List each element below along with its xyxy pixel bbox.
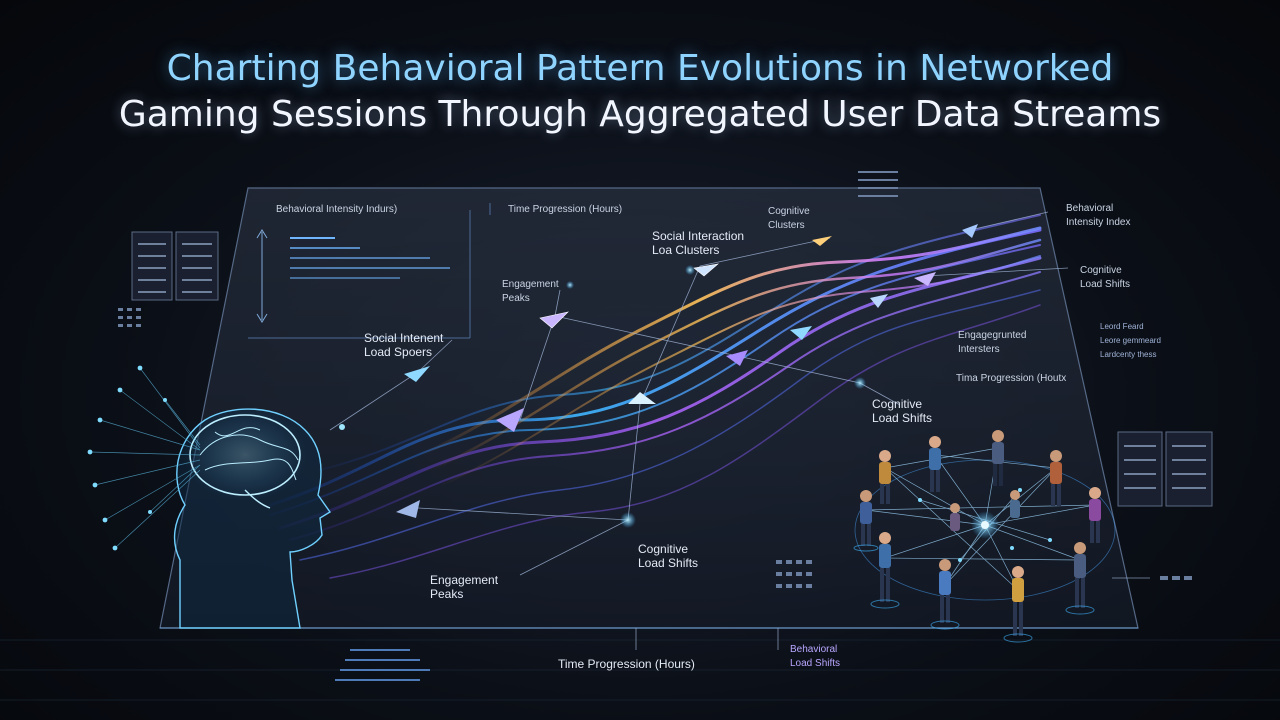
lower-small-bars	[776, 560, 1192, 588]
label-engagement-peaks-bottom: Engagement Peaks	[430, 573, 499, 601]
label-cognitive-clusters: Cognitive Clusters	[768, 206, 810, 231]
triangle-marker-icon	[812, 236, 832, 246]
page-title: Charting Behavioral Pattern Evolutions i…	[0, 46, 1280, 138]
triangle-markers	[396, 224, 978, 518]
label-behavioral-load-shifts: Behavioral Load Shifts	[790, 644, 841, 669]
triangle-marker-icon	[726, 350, 748, 366]
label-cognitive-load-shifts-mid: Cognitive Load Shifts	[872, 397, 933, 425]
person-icon	[1089, 487, 1101, 543]
neural-nodes	[87, 365, 167, 551]
label-social-intenent-load: Social Intenent Load Spoers	[364, 331, 444, 359]
top-right-bars	[858, 171, 898, 197]
triangle-marker-icon	[914, 272, 936, 286]
label-social-interaction-clusters: Social Interaction Loa Clusters	[652, 229, 745, 257]
bottom-left-bars	[335, 649, 430, 681]
title-line-1: Charting Behavioral Pattern Evolutions i…	[166, 48, 1114, 89]
person-icon	[879, 532, 891, 602]
panel-bar-lines	[290, 237, 450, 279]
label-engagement-peaks-top: Engagement Peaks	[502, 279, 559, 304]
person-icon	[1074, 542, 1086, 608]
left-small-bars	[118, 308, 141, 327]
label-panel-intensity-header: Behavioral Intensity Indurs)	[276, 204, 398, 215]
triangle-marker-icon	[870, 294, 888, 308]
person-icon	[860, 490, 872, 546]
triangle-marker-icon	[404, 366, 430, 382]
label-tiny-right-legend: Leord Feard Leore gemmeard Lardcenty the…	[1100, 322, 1161, 359]
title-line-2: Gaming Sessions Through Aggregated User …	[118, 94, 1162, 135]
person-icon	[1050, 450, 1062, 506]
floor-grid	[0, 639, 1280, 701]
person-icon	[879, 450, 891, 504]
people-figures	[853, 430, 1101, 643]
label-time-progression-small: Tima Progression (Houtx	[956, 373, 1067, 384]
label-panel-time-header: Time Progression (Hours)	[508, 204, 623, 215]
glow-dots	[339, 265, 866, 528]
person-icon	[1010, 490, 1020, 518]
triangle-marker-icon	[962, 224, 978, 238]
server-rack-icon	[131, 231, 219, 301]
triangle-marker-icon	[693, 263, 720, 277]
triangle-marker-icon	[539, 311, 569, 329]
label-time-progression-bottom: Time Progression (Hours)	[558, 657, 695, 671]
neural-links	[89, 367, 201, 549]
person-icon	[992, 430, 1004, 486]
panel-header-rules	[248, 203, 491, 339]
label-cognitive-load-shifts-right: Cognitive Load Shifts	[1080, 265, 1131, 290]
data-streams	[268, 214, 1042, 579]
person-icon	[950, 503, 960, 531]
person-icon	[939, 559, 951, 623]
label-engagegrted-intersters: Engagegrunted Intersters	[958, 330, 1027, 355]
person-icon	[1012, 566, 1024, 636]
people-network	[854, 447, 1116, 601]
triangle-marker-icon	[496, 408, 524, 432]
label-cognitive-load-shifts-bottom: Cognitive Load Shifts	[638, 542, 699, 570]
label-behavioral-intensity-index: Behavioral Intensity Index	[1066, 203, 1131, 228]
person-icon	[929, 436, 941, 492]
triangle-marker-icon	[396, 500, 420, 518]
annotation-connectors	[329, 211, 1150, 650]
server-rack-icon	[1117, 431, 1213, 507]
triangle-marker-icon	[628, 392, 656, 404]
triangle-marker-icon	[790, 326, 812, 340]
